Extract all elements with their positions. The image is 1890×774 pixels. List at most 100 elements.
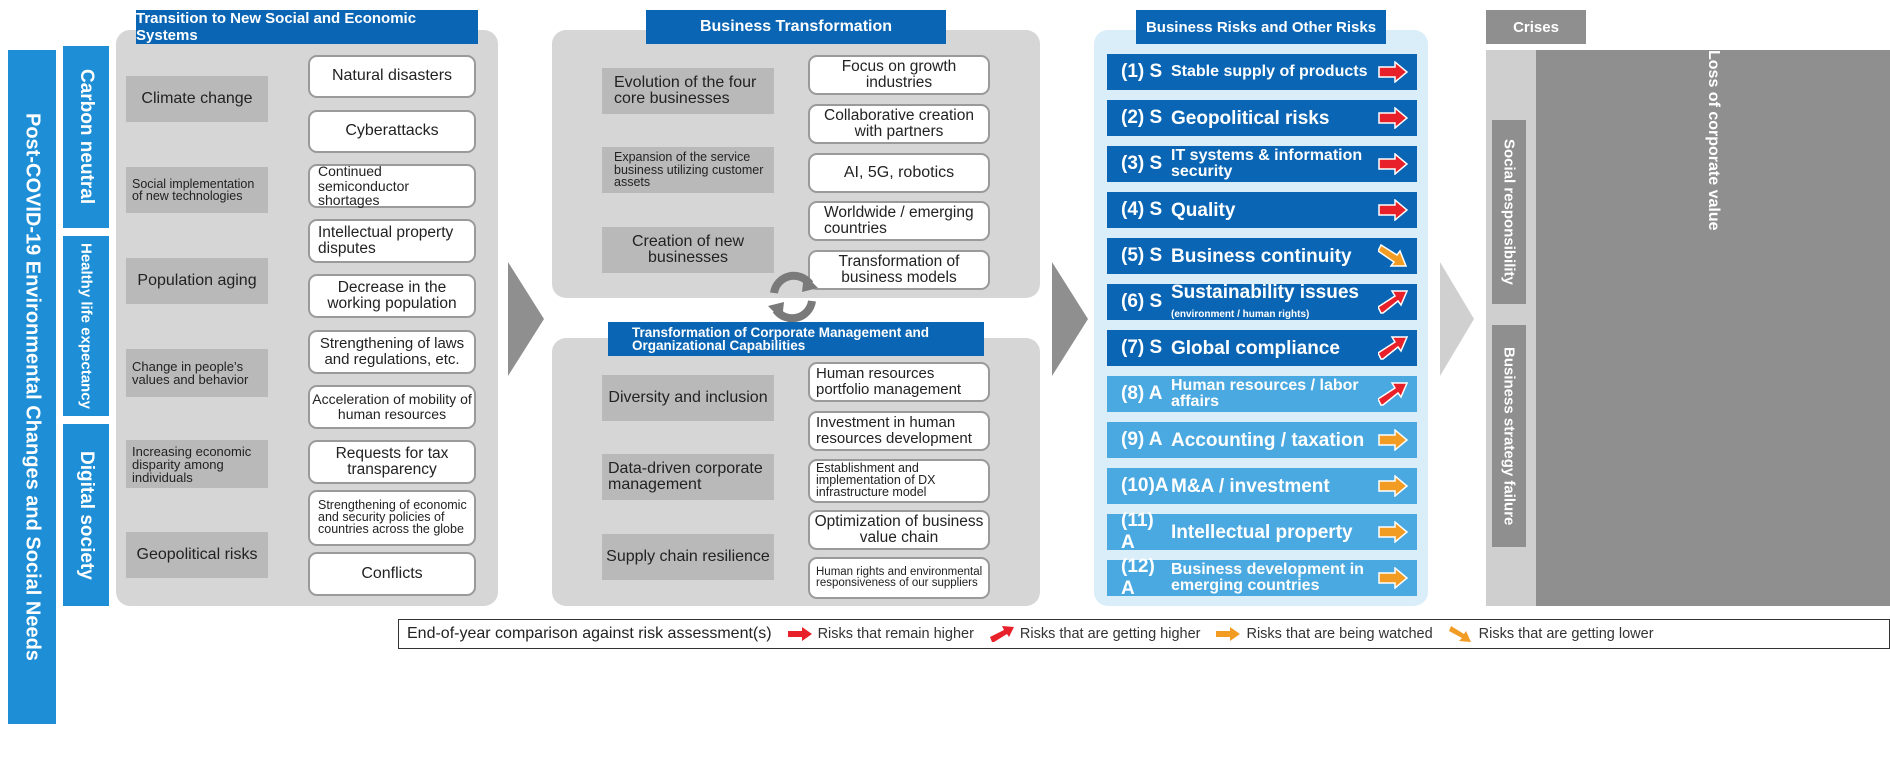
white-box-hr-portfolio: Human resources portfolio management	[808, 362, 990, 402]
white-box-label: Worldwide / emerging countries	[824, 203, 974, 237]
risk-number: (6) S	[1121, 291, 1163, 312]
gray-box-label: Social implementation of new technologie…	[132, 176, 255, 203]
legend-title: End-of-year comparison against risk asse…	[407, 625, 772, 642]
white-box-laws: Strengthening of laws and regulations, e…	[308, 330, 476, 374]
gray-box-supply-chain: Supply chain resilience	[602, 534, 774, 580]
white-box-label: Human rights and environmental responsiv…	[816, 566, 983, 589]
risks-header-text: Business Risks and Other Risks	[1145, 18, 1377, 36]
white-box-hr-investment: Investment in human resources developmen…	[808, 411, 990, 451]
risk-number: (10)A	[1121, 475, 1169, 496]
risk-label: Human resources / labor affairs	[1171, 378, 1369, 410]
theme-digital-society: Digital society	[63, 424, 109, 606]
crisis-strategy-failure: Business strategy failure	[1492, 325, 1526, 547]
white-box-worldwide: Worldwide / emerging countries	[808, 201, 990, 241]
risk-label-text: M&A / investment	[1171, 475, 1330, 497]
theme-label: Healthy life expectancy	[77, 243, 95, 409]
business-header-text: Business Transformation	[699, 18, 893, 35]
white-box-label: Optimization of business value chain	[814, 512, 984, 546]
corporate-header-text: Transformation of Corporate Management a…	[632, 324, 930, 353]
risk-label: Accounting / taxation	[1171, 431, 1369, 450]
white-box-label: Investment in human resources developmen…	[816, 414, 972, 447]
crisis-social-responsibility: Social responsibility	[1492, 120, 1526, 304]
crises-header: Crises	[1486, 10, 1586, 44]
transition-header-text: Transition to New Social and Economic Sy…	[136, 10, 417, 44]
gray-box-data-driven: Data-driven corporate management	[602, 454, 774, 500]
legend-label: Risks that are getting higher	[1019, 626, 1201, 642]
risk-number: (5) S	[1121, 245, 1163, 266]
risk-sublabel: (environment / human rights)	[1171, 309, 1310, 320]
flow-arrow-2	[1052, 262, 1088, 376]
risk-number: (11) A	[1121, 510, 1154, 553]
white-box-label: Collaborative creation with partners	[824, 106, 974, 140]
white-box-collaborative-creation: Collaborative creation with partners	[808, 104, 990, 144]
red-up-arrow-icon	[989, 626, 1014, 642]
white-box-label: Requests for tax transparency	[335, 444, 449, 478]
white-box-label: Strengthening of laws and regulations, e…	[319, 335, 465, 368]
risk-number: (7) S	[1121, 337, 1163, 358]
white-box-label: Acceleration of mobility of human resour…	[312, 391, 472, 422]
red-up-arrow-icon	[1369, 284, 1417, 320]
gray-box-aging: Population aging	[126, 258, 268, 304]
theme-healthy-life: Healthy life expectancy	[63, 236, 109, 416]
orange-down-arrow-icon	[1448, 626, 1471, 642]
main-vertical-title: Post-COVID-19 Environmental Changes and …	[8, 50, 56, 724]
white-box-label: Strengthening of economic and security p…	[318, 498, 467, 536]
gray-box-label: Evolution of the four core businesses	[614, 74, 757, 107]
risk-label: M&A / investment	[1171, 477, 1369, 496]
white-box-label: Continued semiconductor shortages	[318, 162, 410, 209]
risks-header: Business Risks and Other Risks	[1136, 10, 1386, 44]
crisis-label: Business strategy failure	[1500, 346, 1518, 526]
gray-box-label: Diversity and inclusion	[608, 389, 768, 406]
red-right-arrow-icon	[1369, 146, 1417, 182]
corporate-header: Transformation of Corporate Management a…	[608, 322, 984, 356]
white-box-security-policies: Strengthening of economic and security p…	[308, 490, 476, 546]
white-box-label: Establishment and implementation of DX i…	[816, 461, 936, 499]
risk-label-text: Business continuity	[1171, 245, 1352, 267]
white-box-label: Focus on growth industries	[841, 57, 957, 91]
gray-box-label: Change in people’s values and behavior	[132, 359, 249, 387]
risk-row: (5) S Business continuity	[1107, 238, 1417, 274]
risk-label: Intellectual property	[1171, 523, 1369, 542]
risk-label-text: Global compliance	[1171, 337, 1340, 359]
risk-label: Quality	[1171, 201, 1369, 220]
transition-header: Transition to New Social and Economic Sy…	[136, 10, 478, 44]
gray-box-new-tech: Social implementation of new technologie…	[126, 167, 268, 213]
white-box-working-population: Decrease in the working population	[308, 274, 476, 318]
white-box-value-chain: Optimization of business value chain	[808, 510, 990, 550]
white-box-business-models: Transformation of business models	[808, 250, 990, 290]
gray-box-service-business: Expansion of the service business utiliz…	[602, 147, 774, 193]
gray-box-label: Supply chain resilience	[606, 548, 770, 565]
risk-number: (12) A	[1121, 556, 1155, 599]
risk-number: (8) A	[1121, 383, 1163, 404]
theme-carbon-neutral: Carbon neutral	[63, 46, 109, 228]
risk-number: (2) S	[1121, 107, 1163, 128]
risk-label-text: Accounting / taxation	[1171, 429, 1365, 451]
risk-label: Global compliance	[1171, 339, 1369, 358]
white-box-label: Transformation of business models	[838, 252, 960, 286]
gray-box-diversity: Diversity and inclusion	[602, 375, 774, 421]
risk-label: Sustainability issues(environment / huma…	[1171, 283, 1369, 321]
white-box-semiconductor: Continued semiconductor shortages	[308, 164, 476, 208]
red-right-arrow-icon	[1369, 100, 1417, 136]
gray-box-label: Creation of new businesses	[631, 233, 745, 266]
white-box-ip-disputes: Intellectual property disputes	[308, 219, 476, 263]
cycle-arrows-icon	[768, 271, 818, 323]
legend-label: Risks that remain higher	[817, 626, 974, 642]
white-box-label: Decrease in the working population	[327, 278, 457, 312]
orange-down-arrow-icon	[1369, 238, 1417, 274]
legend-label: Risks that are getting lower	[1478, 626, 1654, 642]
crisis-label: Social responsibility	[1500, 139, 1518, 285]
white-box-suppliers: Human rights and environmental responsiv…	[808, 557, 990, 599]
white-box-label: Cyberattacks	[345, 122, 439, 140]
orange-right-arrow-icon	[1369, 468, 1417, 504]
risk-label: Business continuity	[1171, 247, 1369, 266]
gray-box-values: Change in people’s values and behavior	[126, 349, 268, 397]
risk-label-text: IT systems & information security	[1171, 147, 1363, 180]
flow-arrow-1	[508, 262, 544, 376]
theme-label: Carbon neutral	[76, 69, 97, 205]
risk-label: Geopolitical risks	[1171, 109, 1369, 128]
legend-label: Risks that are being watched	[1246, 626, 1433, 642]
